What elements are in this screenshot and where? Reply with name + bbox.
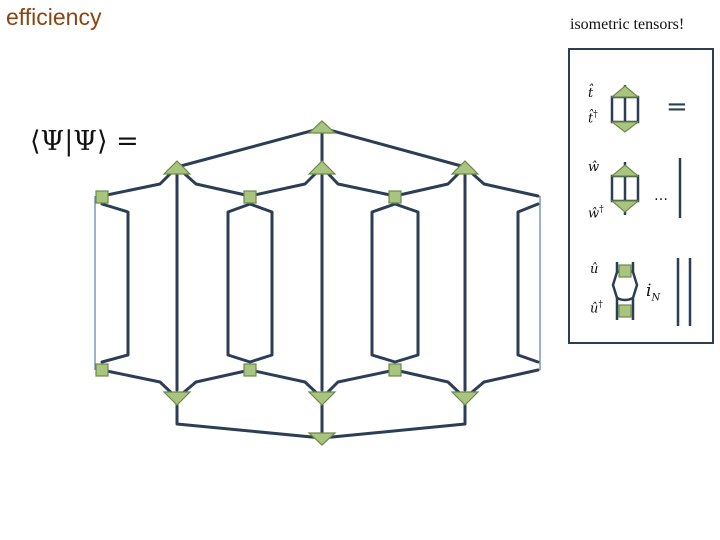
lower-isometry-1: [162, 391, 192, 406]
legend-t-label: t̂: [588, 86, 594, 101]
isometry-legend-box: [568, 48, 714, 344]
legend-u-label: û: [590, 262, 599, 277]
loop-2: [226, 202, 274, 364]
top-tree-bonds: [175, 126, 467, 169]
upper-disentangler-3: [388, 190, 402, 204]
legend-w-dagger-triangle: [610, 200, 640, 213]
legend-ellipsis: …: [654, 188, 668, 204]
loop-1: [100, 202, 130, 364]
legend-u-dagger-label: û†: [590, 300, 603, 317]
lower-disentangler-3: [388, 363, 402, 377]
lower-disentangler-1: [95, 363, 109, 377]
bottom-tensor: [307, 432, 337, 446]
upper-isometry-1: [162, 160, 192, 175]
legend-t-triangle: [610, 85, 640, 98]
legend-identity-label: iN: [646, 281, 661, 304]
lower-disentangler-2: [243, 363, 257, 377]
legend-w-triangle: [610, 164, 640, 177]
legend-equals-sign: =: [666, 92, 688, 122]
lower-isometry-3: [450, 391, 480, 406]
upper-disentangler-2: [243, 190, 257, 204]
legend-t-dagger-triangle: [610, 121, 640, 133]
legend-t-dagger-label: t̂†: [588, 110, 598, 127]
loop-4: [516, 202, 540, 364]
upper-isometry-3: [450, 160, 480, 175]
legend-u-dagger-square: [618, 304, 632, 318]
center-legs: [175, 173, 467, 392]
slide-subtitle: isometric tensors!: [570, 16, 685, 33]
top-tensor: [307, 120, 337, 134]
legend-u-square: [618, 264, 632, 278]
equation-lhs: ⟨Ψ|Ψ⟩ =: [30, 126, 139, 157]
loop-3: [370, 202, 420, 364]
lower-isometry-2: [307, 391, 337, 406]
slide-title: efficiency: [6, 4, 102, 30]
legend-w-label: ŵ: [588, 160, 600, 175]
legend-w-dagger-label: ŵ†: [588, 205, 604, 222]
upper-isometry-2: [307, 160, 337, 175]
upper-disentangler-1: [95, 190, 109, 204]
